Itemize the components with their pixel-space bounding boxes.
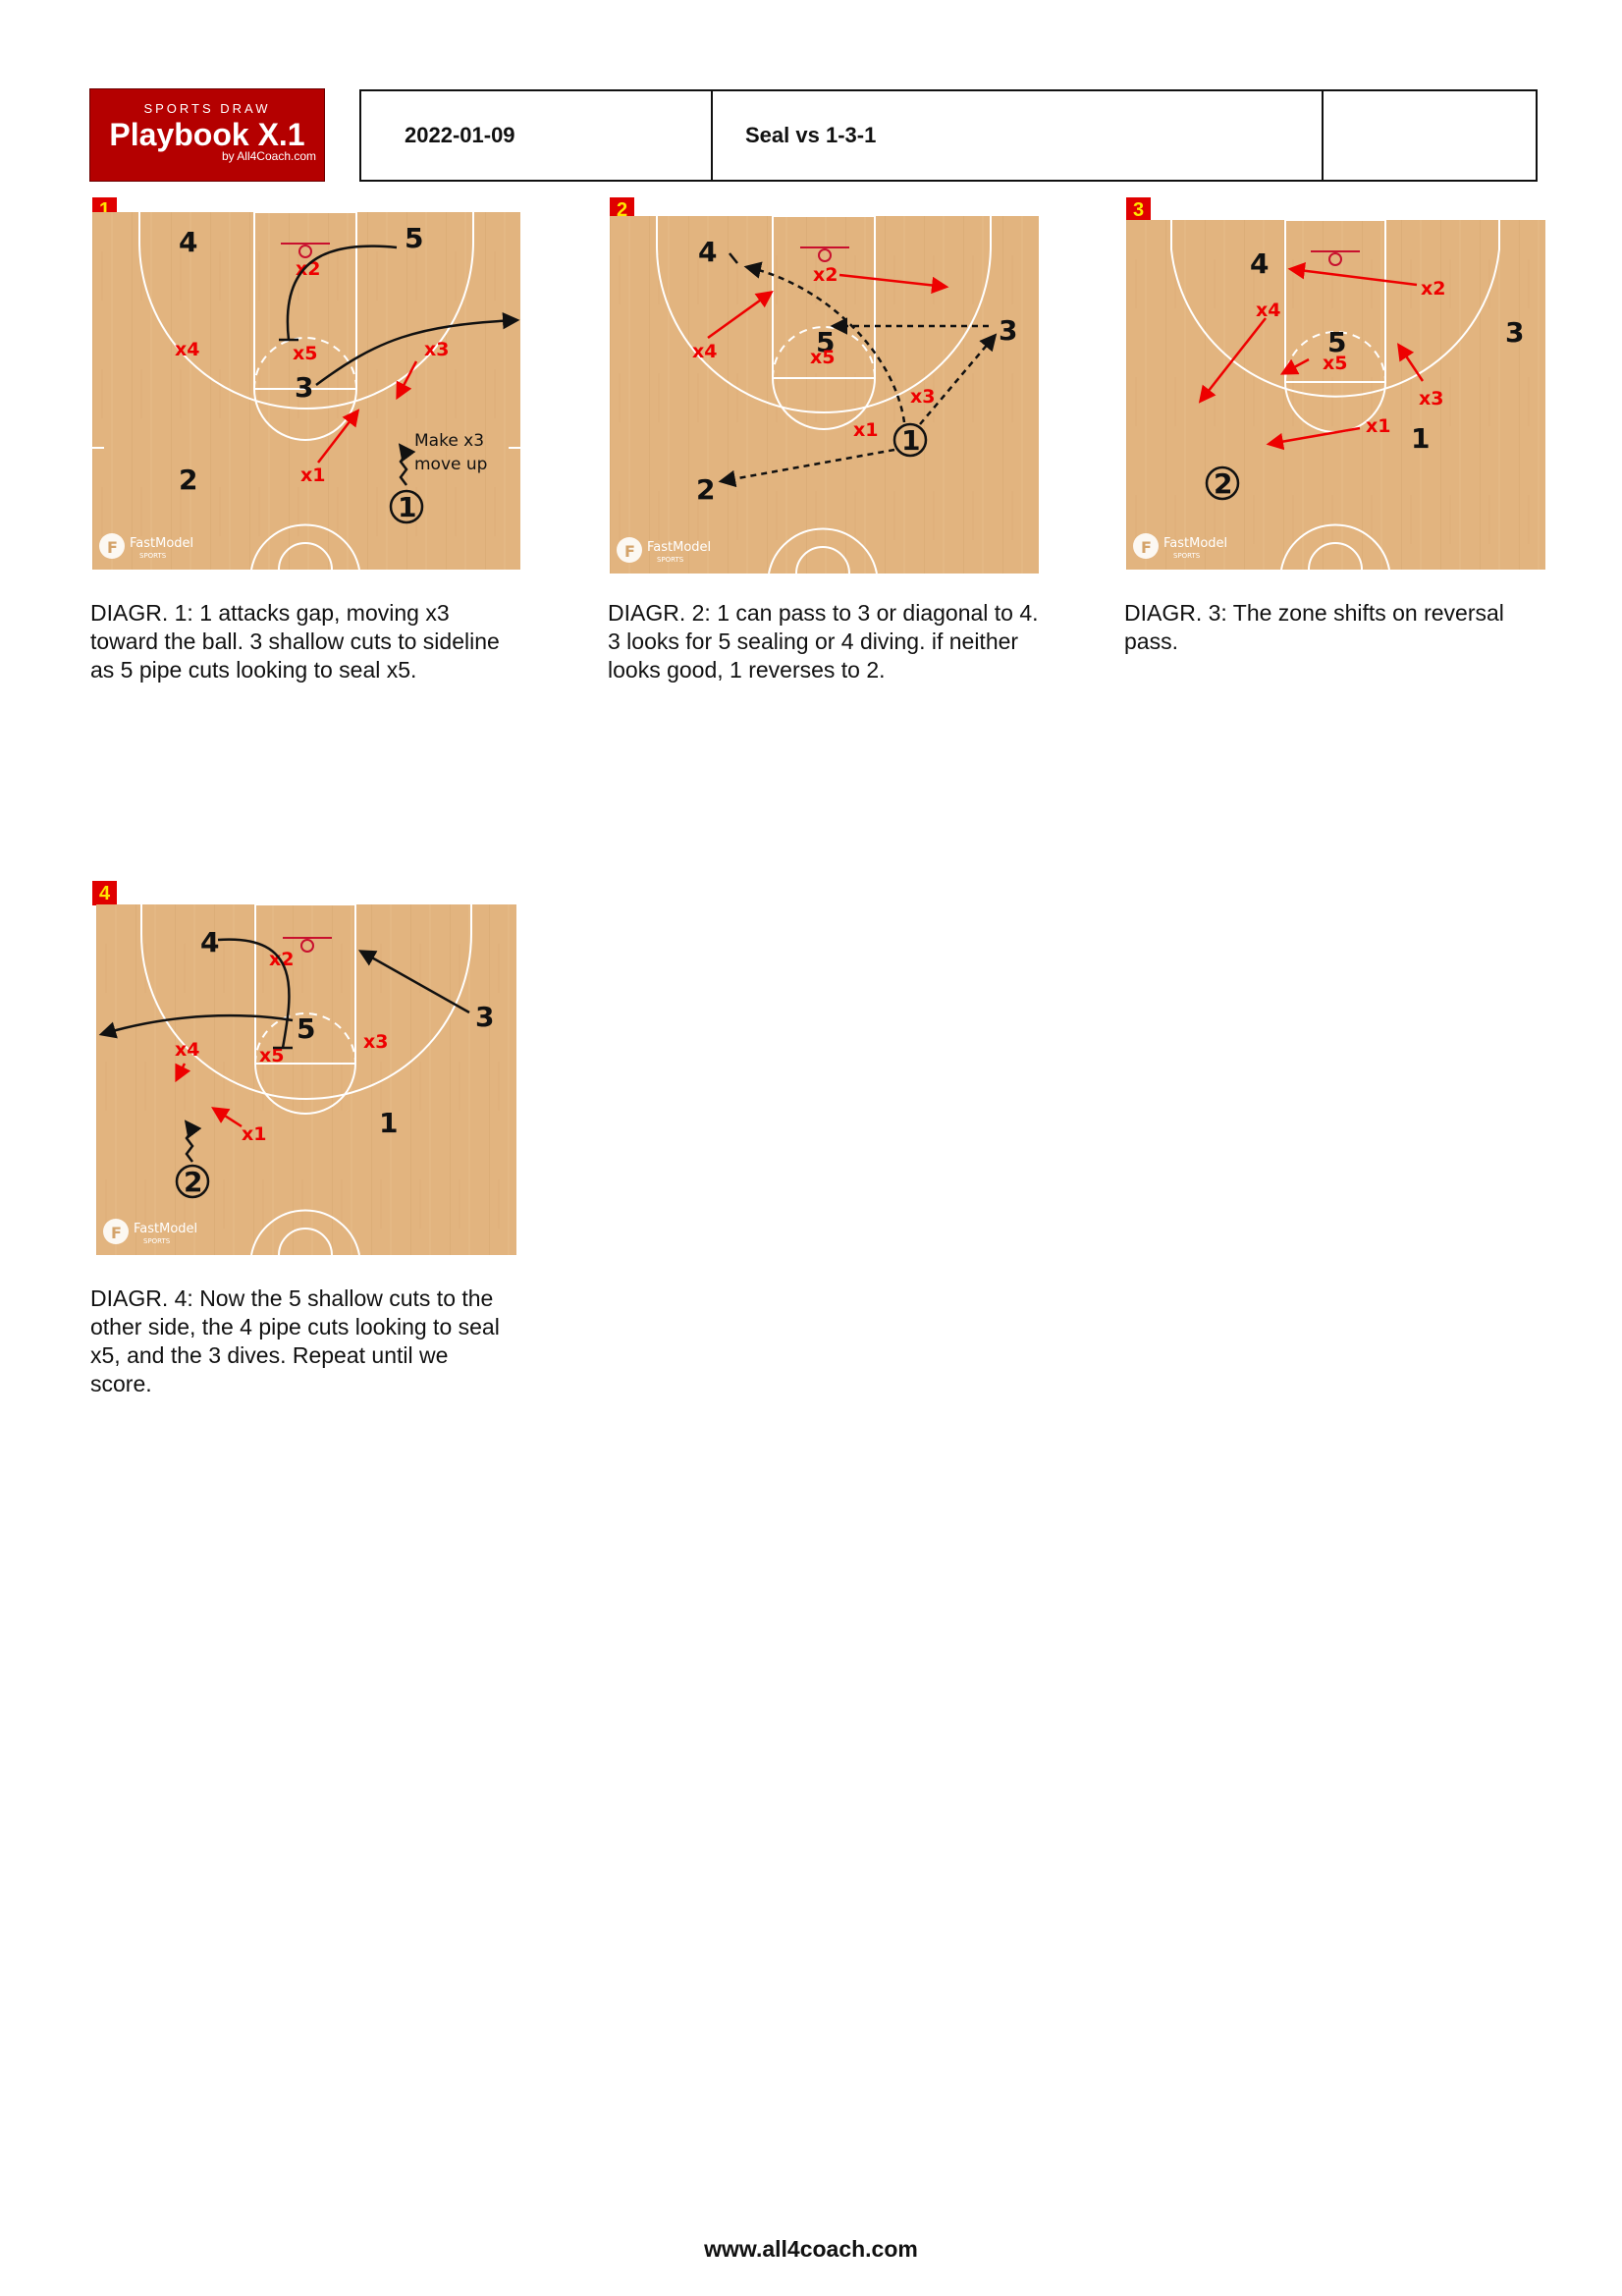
diagram-4-number: 4 — [92, 881, 117, 905]
note-line-2: move up — [414, 455, 487, 474]
logo-subtitle: by All4Coach.com — [221, 149, 316, 163]
svg-text:x4: x4 — [692, 341, 717, 362]
svg-text:x5: x5 — [1323, 353, 1347, 374]
footer-url[interactable]: www.all4coach.com — [704, 2236, 918, 2262]
diagram-2-court: 4 3 5 2 1 x2 x4 x5 x3 x1 F FastModel SPO… — [610, 216, 1039, 574]
note-line-1: Make x3 — [414, 431, 484, 451]
svg-text:4: 4 — [200, 926, 219, 958]
svg-text:FastModel: FastModel — [134, 1222, 197, 1236]
svg-text:x1: x1 — [300, 465, 325, 486]
svg-text:4: 4 — [1250, 247, 1269, 280]
svg-text:SPORTS: SPORTS — [139, 552, 167, 560]
diagram-3-caption: DIAGR. 3: The zone shifts on reversal pa… — [1124, 600, 1504, 654]
logo-title: Playbook X.1 — [109, 117, 305, 152]
svg-text:F: F — [1141, 538, 1152, 557]
svg-text:3: 3 — [999, 314, 1017, 347]
svg-text:x5: x5 — [810, 347, 835, 368]
diagram-4-court: 4 3 5 1 2 x2 x4 x5 x3 x1 F FastModel SPO… — [96, 904, 516, 1255]
svg-text:x1: x1 — [853, 419, 878, 441]
header-title: Seal vs 1-3-1 — [713, 91, 1324, 180]
diagram-3-court: 4 3 5 1 2 x2 x4 x5 x3 x1 F FastModel SPO… — [1126, 220, 1545, 570]
header-empty-cell — [1324, 91, 1536, 180]
svg-text:5: 5 — [1327, 326, 1346, 358]
player-3: 3 — [295, 371, 313, 404]
svg-text:1: 1 — [901, 424, 920, 457]
player-2: 2 — [179, 464, 197, 496]
svg-text:4: 4 — [698, 236, 717, 268]
svg-text:x2: x2 — [296, 258, 320, 280]
three-point-line — [138, 212, 474, 410]
svg-text:x2: x2 — [1421, 278, 1445, 300]
path-5-pipe — [286, 245, 398, 341]
svg-text:1: 1 — [379, 1107, 398, 1139]
svg-text:x5: x5 — [259, 1045, 284, 1066]
svg-text:SPORTS: SPORTS — [1173, 552, 1201, 560]
diagram-4-caption: DIAGR. 4: Now the 5 shallow cuts to the … — [90, 1285, 500, 1396]
svg-text:x4: x4 — [175, 339, 199, 360]
player-4: 4 — [179, 226, 197, 258]
header-table: 2022-01-09 Seal vs 1-3-1 — [359, 89, 1538, 182]
svg-text:1: 1 — [1411, 422, 1430, 455]
path-3-shallow — [315, 311, 520, 387]
svg-text:2: 2 — [1214, 467, 1232, 500]
svg-text:x4: x4 — [175, 1039, 199, 1061]
svg-text:3: 3 — [475, 1001, 494, 1033]
svg-text:x3: x3 — [424, 339, 449, 360]
svg-text:x3: x3 — [1419, 388, 1443, 410]
svg-text:2: 2 — [184, 1166, 202, 1198]
diagram-1-court: 4 5 3 2 1 x2 x4 x5 x3 x1 Make x3 move up… — [92, 212, 520, 570]
path-1-dribble — [398, 443, 416, 486]
svg-text:F: F — [111, 1224, 122, 1242]
svg-text:x2: x2 — [813, 264, 838, 286]
svg-text:x5: x5 — [293, 343, 317, 364]
svg-text:x1: x1 — [242, 1123, 266, 1145]
svg-text:F: F — [624, 542, 635, 561]
playbook-logo: SPORTS DRAW Playbook X.1 by All4Coach.co… — [89, 88, 325, 182]
svg-text:2: 2 — [696, 473, 715, 506]
diagram-2-caption: DIAGR. 2: 1 can pass to 3 or diagonal to… — [608, 600, 1039, 683]
svg-text:FastModel: FastModel — [647, 540, 711, 555]
header-date: 2022-01-09 — [361, 91, 713, 180]
fastmodel-watermark: F FastModel SPORTS — [99, 533, 193, 560]
svg-text:x3: x3 — [363, 1031, 388, 1053]
logo-tagline: SPORTS DRAW — [143, 101, 271, 116]
svg-text:SPORTS: SPORTS — [657, 556, 684, 564]
player-5: 5 — [405, 222, 423, 254]
svg-text:SPORTS: SPORTS — [143, 1237, 171, 1245]
svg-text:x4: x4 — [1256, 300, 1280, 321]
svg-text:3: 3 — [1505, 316, 1524, 349]
svg-text:5: 5 — [297, 1012, 315, 1045]
svg-text:FastModel: FastModel — [130, 536, 193, 551]
svg-text:x1: x1 — [1366, 415, 1390, 437]
svg-text:F: F — [107, 538, 118, 557]
diagram-3-number: 3 — [1126, 197, 1151, 222]
diagram-1-caption: DIAGR. 1: 1 attacks gap, moving x3 towar… — [90, 600, 500, 683]
svg-text:FastModel: FastModel — [1163, 536, 1227, 551]
player-1-ball — [389, 489, 424, 524]
svg-text:1: 1 — [398, 491, 416, 523]
svg-text:x3: x3 — [910, 386, 935, 408]
